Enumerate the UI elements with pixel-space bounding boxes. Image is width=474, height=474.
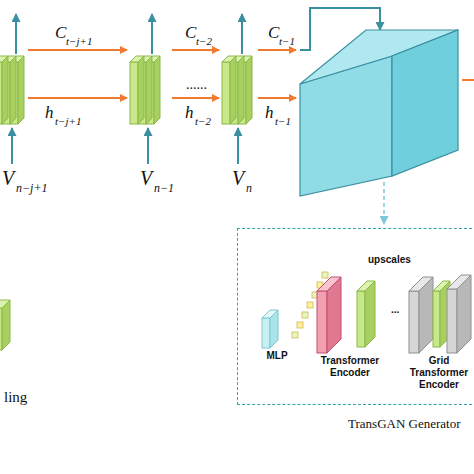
math-symbol: n−j+1 (16, 182, 48, 194)
slab (357, 281, 375, 347)
slab-side (18, 56, 24, 124)
math-symbol: h (45, 104, 54, 121)
cell-arrow (258, 49, 296, 51)
hidden-arrow (28, 97, 127, 99)
input-arrow (147, 128, 149, 164)
token-square (302, 312, 308, 318)
slab-front (317, 291, 327, 353)
math-symbol: h (185, 104, 194, 121)
slab-side (457, 275, 471, 353)
encoder-block: Transformer Encoder (313, 269, 387, 381)
output-arrow (15, 14, 17, 54)
generator-box: TransGAN GeneratorMLPTransformer Encoder… (237, 228, 474, 405)
math-symbol: h (265, 104, 274, 121)
input-arrow (237, 128, 239, 164)
math-symbol: n (246, 182, 252, 194)
hidden-arrow (172, 97, 219, 99)
slab (146, 56, 160, 124)
annotation: upscales (368, 255, 411, 265)
math-symbol: t−j+1 (55, 116, 81, 127)
slab (262, 310, 278, 348)
cell-arrow (172, 49, 219, 51)
slab-side (327, 277, 341, 353)
slab-side (365, 281, 375, 347)
math-symbol: C (185, 24, 196, 41)
math-symbol: t−1 (275, 116, 291, 127)
slab (238, 56, 252, 124)
zoom-arrow (383, 182, 385, 224)
block-shape (405, 269, 473, 355)
slab-front (130, 62, 138, 124)
block-shape (313, 269, 387, 355)
slab-side (138, 56, 144, 124)
math-symbol: n−1 (154, 182, 174, 194)
slab (130, 56, 144, 124)
output-arrow (151, 14, 153, 54)
slab-side (238, 56, 244, 124)
math-symbol: C (55, 24, 66, 41)
token-square (297, 322, 303, 328)
math-symbol: V (2, 168, 14, 188)
slab (409, 277, 433, 353)
slab-front (447, 289, 457, 353)
box-heading: TransGAN Generator (348, 417, 461, 430)
math-symbol: C (268, 24, 279, 41)
slab (2, 56, 16, 124)
math-symbol: V (140, 168, 152, 188)
slab-front (262, 318, 270, 348)
slab (317, 277, 341, 353)
output-arrow (241, 14, 243, 54)
output-arrow (462, 79, 474, 81)
mlp-block: MLP (256, 306, 298, 364)
slab (0, 56, 8, 124)
slab-front (409, 291, 419, 353)
slab (10, 56, 24, 124)
block-label: MLP (256, 350, 298, 362)
frustum-face (392, 30, 458, 176)
slab-side (230, 56, 236, 124)
math-symbol: t−1 (279, 36, 295, 47)
block-shape (256, 306, 298, 350)
math-symbol: ...... (186, 78, 207, 92)
slab-side (270, 310, 278, 348)
slab-side (10, 56, 16, 124)
slab-side (2, 56, 8, 124)
cell-arrow (28, 49, 127, 51)
token-square (292, 332, 298, 338)
hidden-arrow (258, 97, 296, 99)
lstm-cells (0, 56, 252, 350)
slab (230, 56, 244, 124)
token-square (307, 302, 313, 308)
generator-frustum (300, 30, 458, 196)
annotation: ... (391, 305, 399, 315)
slab-side (246, 56, 252, 124)
slab-side (146, 56, 152, 124)
math-symbol: V (232, 168, 244, 188)
token-square (322, 272, 328, 278)
input-arrow (11, 128, 13, 164)
slab (447, 275, 471, 353)
slab-side (2, 300, 10, 350)
math-symbol: t−j+1 (66, 36, 92, 47)
slab-side (419, 277, 433, 353)
block-label: Transformer Encoder (313, 355, 387, 379)
math-symbol: t−2 (196, 36, 212, 47)
math-symbol: ling (4, 390, 27, 405)
slab-front (222, 62, 230, 124)
slab-side (154, 56, 160, 124)
math-symbol: t−2 (195, 116, 211, 127)
slab (138, 56, 152, 124)
slab-front (357, 291, 365, 347)
encoder-block: Grid Transformer Encoder (405, 269, 473, 393)
slab (222, 56, 236, 124)
slab-front (433, 291, 440, 347)
block-label: Grid Transformer Encoder (405, 355, 473, 391)
slab (0, 300, 10, 350)
